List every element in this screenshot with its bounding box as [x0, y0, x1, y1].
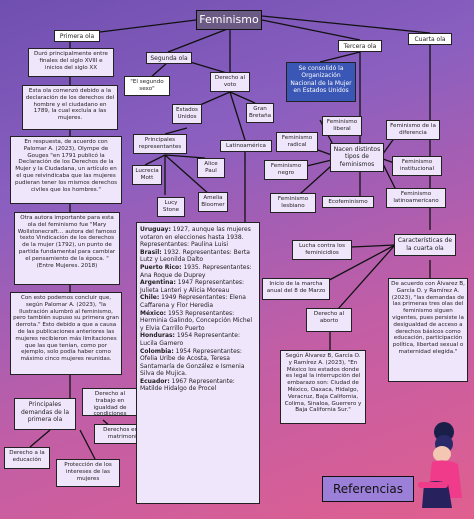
country-entry: Brasil: 1932. Representantes: Berta Lutz…: [140, 249, 256, 264]
gb-node: Gran Bretaña: [246, 103, 274, 123]
abortion-node: Derecho al aborto: [306, 308, 352, 332]
first-wave-wollstonecraft: Otra autora importante para esta ola del…: [14, 212, 120, 285]
country-name: México:: [140, 309, 167, 317]
country-detail: 1949 Representantes: Elena Caffarena y F…: [140, 294, 246, 309]
feminism-radical: Feminismo radical: [276, 132, 318, 152]
organization-node: Se consolidó la Organización Nacional de…: [286, 62, 356, 102]
country-entry: Colombia: 1954 Representantes: Ofelia Ur…: [140, 348, 256, 378]
country-entry: Chile: 1949 Representantes: Elena Caffar…: [140, 294, 256, 309]
rep-lucrecia: Lucrecia Mott: [132, 165, 162, 185]
feminism-institucional: Feminismo institucional: [392, 156, 442, 176]
second-wave-node: Segunda ola: [146, 52, 192, 64]
countries-container: Uruguay: 1927, aunque las mujeres votaro…: [140, 226, 256, 393]
first-wave-gouges: En respuesta, de acuerdo con Palomar A. …: [10, 136, 122, 204]
references-button[interactable]: Referencias: [322, 476, 414, 502]
country-detail: 1954 Representantes: Ofelia Uribe de Aco…: [140, 347, 245, 378]
country-name: Uruguay:: [140, 226, 171, 233]
rep-alice: Alice Paul: [197, 158, 225, 178]
country-detail: 1947 Representantes: Julieta Lanteri y A…: [140, 279, 245, 294]
femicides-node: Lucha contra los feminicidios: [292, 240, 352, 260]
country-detail: 1967 Representante: Matilde Hidalgo de P…: [140, 377, 235, 393]
feminism-negro: Feminismo negro: [264, 160, 308, 180]
feminism-latinoamericano: Feminismo latinoamericano: [386, 188, 446, 208]
types-of-feminism-node: Nacen distintos tipos de feminismos: [330, 143, 384, 172]
latam-countries-list: Uruguay: 1927, aunque las mujeres votaro…: [136, 222, 260, 504]
map-title: Feminismo: [196, 10, 262, 30]
country-detail: 1953 Representantes: Herminia Galindo, C…: [140, 309, 252, 332]
country-entry: México: 1953 Representantes: Herminia Ga…: [140, 310, 256, 333]
third-wave-node: Tercera ola: [338, 40, 382, 52]
demand-protection: Protección de los intereses de las mujer…: [56, 459, 120, 487]
fourth-wave-node: Cuarta ola: [408, 33, 452, 45]
country-entry: Puerto Rico: 1935. Representantes: Ana R…: [140, 264, 256, 279]
feminism-liberal: Feminismo liberal: [322, 116, 362, 136]
country-name: Puerto Rico:: [140, 263, 182, 271]
march-node: Inicio de la marcha anual del 8 de Marzo: [262, 278, 330, 300]
country-name: Argentina:: [140, 279, 176, 287]
demand-work: Derecho al trabajo en igualdad de condic…: [82, 388, 138, 416]
first-wave-origin: Duró principalmente entre finales del si…: [28, 48, 114, 77]
country-detail: 1935. Representantes: Ana Roque de Dupre…: [140, 263, 252, 279]
representatives-node: Principales representantes: [133, 134, 187, 154]
country-detail: 1954 Representante: Lucila Gamero: [140, 332, 240, 347]
first-wave-context: Esta ola comenzó debido a la declaración…: [22, 85, 118, 130]
first-wave-demands: Principales demandas de la primera ola: [14, 398, 76, 430]
abortion-detail: Según Álvarez B, García O. y Ramírez A. …: [280, 350, 366, 424]
rep-amelia: Amelia Bloomer: [198, 192, 228, 212]
country-detail: 1927, aunque las mujeres votaron en elec…: [140, 226, 251, 249]
country-name: Colombia:: [140, 347, 174, 355]
country-entry: Argentina: 1947 Representantes: Julieta …: [140, 279, 256, 294]
country-detail: 1932. Representantes: Berta Lutz y Leoni…: [140, 248, 250, 264]
feminism-difference: Feminismo de la diferencia: [386, 120, 440, 140]
country-name: Ecuador:: [140, 377, 170, 385]
latam-node: Latinoamérica: [220, 140, 272, 152]
country-entry: Ecuador: 1967 Representante: Matilde Hid…: [140, 378, 256, 393]
first-wave-conclusion: Con esto podemos concluir que, según Pal…: [10, 292, 122, 375]
second-sex-node: "El segundo sexo": [124, 76, 170, 96]
first-wave-node: Primera ola: [54, 30, 100, 42]
rep-lucy: Lucy Stone: [157, 197, 185, 217]
country-name: Brasil:: [140, 248, 162, 256]
country-name: Honduras:: [140, 332, 175, 340]
country-entry: Honduras: 1954 Representante: Lucila Gam…: [140, 332, 256, 347]
vote-node: Derecho al voto: [210, 72, 250, 92]
fourth-wave-demands: De acuerdo con Álvarez B, García O. y Ra…: [388, 278, 468, 382]
ecofeminism: Ecofeminismo: [322, 196, 374, 208]
demand-education: Derecho a la educación: [4, 447, 50, 469]
country-name: Chile:: [140, 294, 160, 302]
fourth-wave-characteristics: Características de la cuarta ola: [394, 234, 456, 256]
country-entry: Uruguay: 1927, aunque las mujeres votaro…: [140, 226, 256, 249]
feminism-lesbiano: Feminismo lesbiano: [270, 193, 316, 213]
woman-avatar-illustration: [418, 422, 462, 508]
usa-node: Estados Unidos: [172, 104, 202, 124]
